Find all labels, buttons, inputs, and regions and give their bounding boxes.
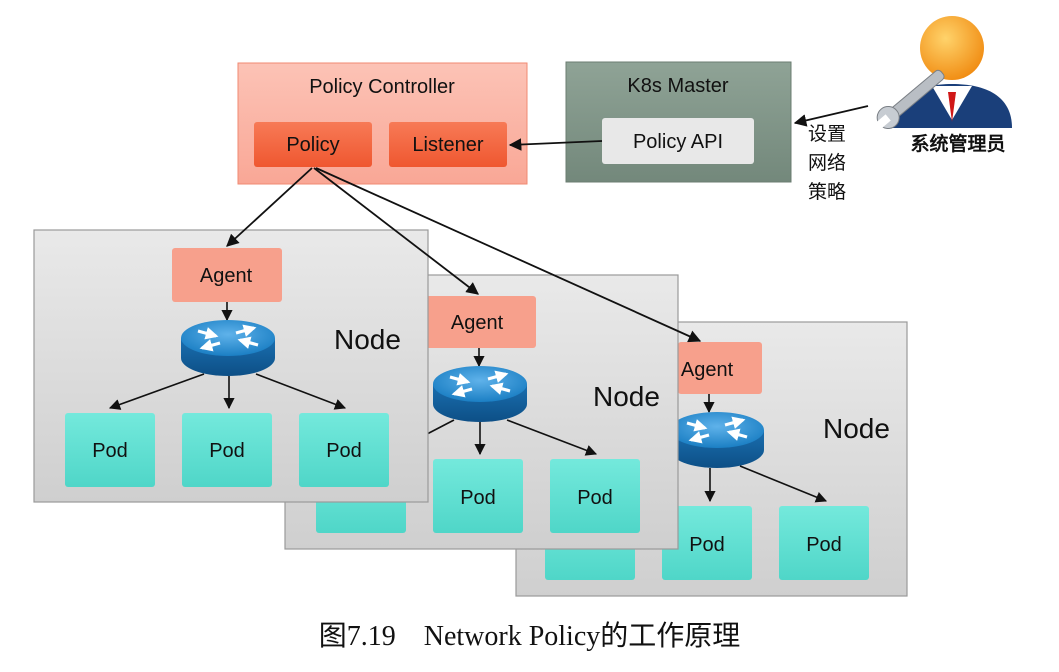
admin-action-line-1: 设置 [808,123,846,145]
k8s-master: K8s Master Policy API [565,61,792,183]
k8s-master-title: K8s Master [627,75,728,97]
node-1-pod-1-label: Pod [92,440,128,462]
node-3-pod-3 [779,506,869,580]
policy-api-label: Policy API [633,131,723,153]
admin-to-master-arrow [793,105,869,127]
node-3-router-icon [670,412,764,468]
policy-to-agent-arrows [226,167,702,343]
node-1: Agent Node Pod Pod Pod [33,229,429,503]
node-2-pod-2-label: Pod [460,487,496,509]
node-3-agent-box [678,342,762,394]
node-2-label: Node [593,381,660,412]
policy-box [254,122,372,167]
node-1-pod-3-label: Pod [326,440,362,462]
node-1-pod-2 [182,413,272,487]
node-2-agent-label: Agent [451,312,504,334]
node-1-agent-label: Agent [200,265,253,287]
policy-controller: Policy Controller Policy Listener [237,62,528,185]
figure-caption: 图7.19 Network Policy的工作原理 [318,621,741,652]
network-policy-diagram: Agent Node Pod Pod Agent Node Pod Pod Ag… [33,16,1012,597]
node-2: Agent Node Pod Pod [284,274,679,550]
policy-controller-title: Policy Controller [309,76,455,98]
node-1-label: Node [334,324,401,355]
node-3-label: Node [823,413,890,444]
policy-api-box [602,118,754,164]
node-1-agent-box [172,248,282,302]
node-2-pod-3-label: Pod [577,487,613,509]
node-2-pod-3 [550,459,640,533]
admin-label: 系统管理员 [910,132,1005,155]
node-2-agent-box [426,296,536,348]
node-3-pod-3-label: Pod [806,534,842,556]
node-1-router-icon [181,320,275,376]
listener-box [389,122,507,167]
admin-action-text: 设置 网络 策略 [808,123,846,203]
api-to-listener-arrow [508,138,603,151]
admin-action-line-2: 网络 [808,152,846,174]
node-1-pod-3 [299,413,389,487]
node-3-pod-2 [662,506,752,580]
policy-label: Policy [286,134,339,156]
node-2-pod-2 [433,459,523,533]
node-1-pod-2-label: Pod [209,440,245,462]
node-1-pod-1 [65,413,155,487]
node-2-router-icon [433,366,527,422]
admin-user-wrench-icon [876,16,1012,129]
node-3-agent-label: Agent [681,359,734,381]
node-3-pod-2-label: Pod [689,534,725,556]
admin-action-line-3: 策略 [808,181,846,203]
listener-label: Listener [412,134,483,156]
